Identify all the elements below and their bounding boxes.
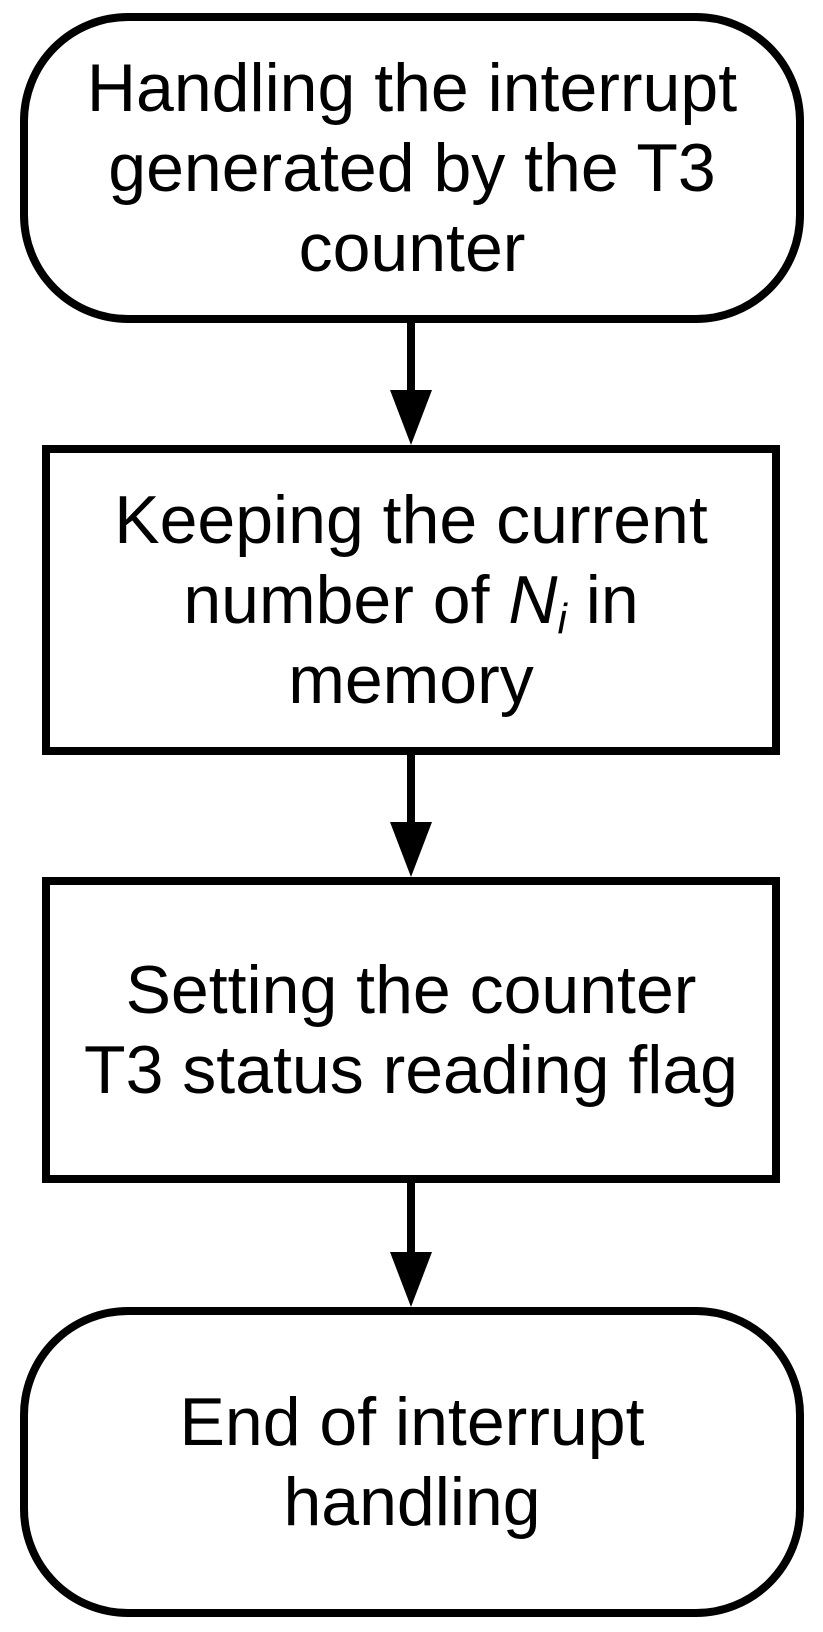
node-label-line: memory	[288, 642, 534, 718]
process-set-flag: Setting the counter T3 status reading fl…	[42, 877, 780, 1183]
node-label-line: generated by the T3	[108, 130, 716, 206]
node-label-line: T3 status reading flag	[84, 1032, 738, 1108]
node-label-line: End of interrupt	[179, 1384, 645, 1460]
node-label: Setting the counter T3 status reading fl…	[50, 950, 772, 1110]
node-label: End of interrupt handling	[28, 1382, 796, 1542]
arrow-stem	[407, 755, 415, 824]
math-variable: Ni	[508, 562, 567, 643]
node-label-line: Keeping the current	[114, 482, 708, 558]
arrow-stem	[407, 323, 415, 392]
node-label-line: Setting the counter	[125, 952, 697, 1028]
arrow-down-icon	[390, 390, 432, 445]
node-label-line: number of Ni in	[183, 562, 639, 643]
node-label-line: Handling the interrupt	[86, 50, 738, 126]
process-keep-number: Keeping the current number of Ni in memo…	[42, 445, 780, 755]
node-label: Keeping the current number of Ni in memo…	[50, 480, 772, 720]
arrow-down-icon	[390, 822, 432, 877]
terminator-end: End of interrupt handling	[20, 1307, 804, 1617]
arrow-stem	[407, 1183, 415, 1254]
node-label-line: counter	[298, 210, 526, 286]
node-label: Handling the interrupt generated by the …	[28, 48, 796, 288]
terminator-start: Handling the interrupt generated by the …	[20, 13, 804, 323]
arrow-down-icon	[390, 1252, 432, 1307]
math-subscript: i	[557, 595, 567, 643]
node-label-line: handling	[283, 1464, 541, 1540]
